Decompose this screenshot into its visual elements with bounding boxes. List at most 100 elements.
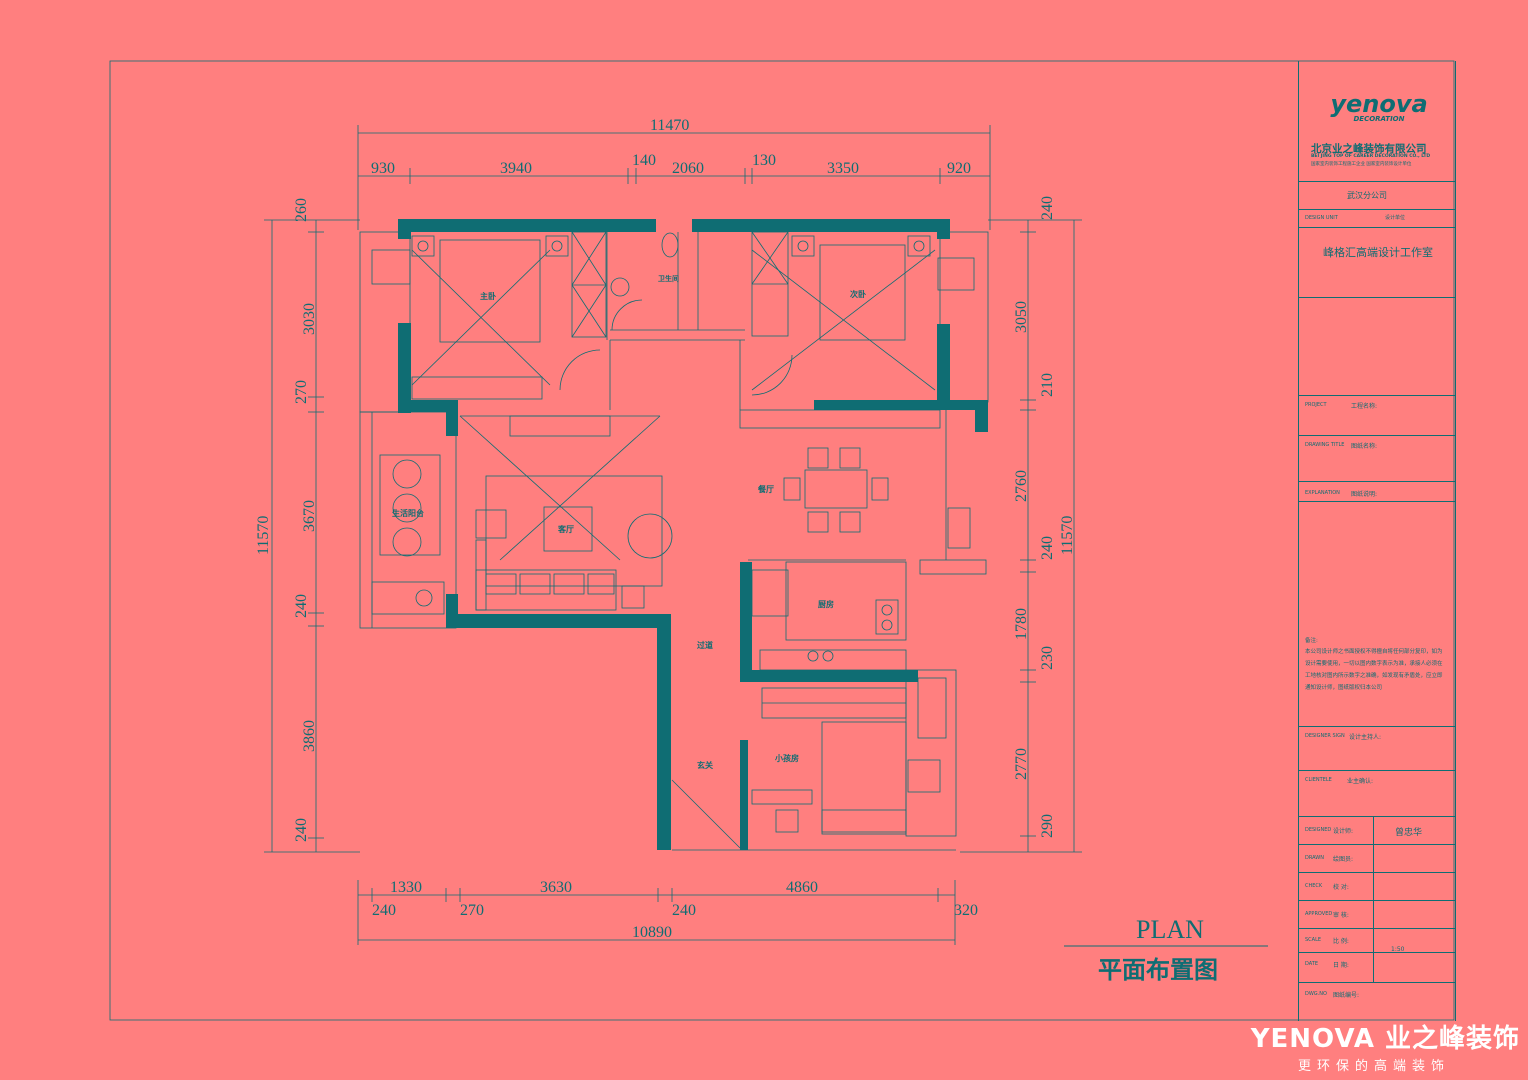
design-unit-row: DESIGN UNIT 设计单位 [1299, 209, 1455, 228]
dim-top-segment: 3940 [500, 160, 532, 177]
client-label-en: CLIENTELE [1305, 777, 1332, 783]
room-label-entrance: 玄关 [697, 760, 713, 770]
project-row: PROJECT 工程名称: [1299, 395, 1455, 416]
drawn-label-en: DRAWN [1305, 855, 1324, 861]
room-label-master-bedroom: 主卧 [480, 291, 496, 301]
logo-subtitle: DECORATION [1353, 115, 1405, 123]
plan-outline [359, 231, 989, 851]
room-label-bathroom: 卫生间 [658, 274, 679, 283]
designer-sign-label-cn: 设计主持人: [1349, 734, 1382, 741]
room-label-second-bedroom: 次卧 [850, 289, 866, 299]
drawing-title-row: DRAWING TITLE 图纸名称: [1299, 435, 1455, 456]
dim-left-segment: 270 [293, 380, 310, 404]
dim-left-segment: 3860 [301, 720, 318, 752]
date-row: DATE 日 期: [1299, 952, 1455, 983]
dim-right-segment: 240 [1039, 536, 1056, 560]
dim-right-segment: 240 [1039, 196, 1056, 220]
explanation-row: EXPLANATION 图纸说明: [1299, 481, 1455, 502]
dimension-bottom [357, 880, 956, 945]
dwg-no-row: DWG.NO 图纸编号: [1299, 982, 1455, 1005]
dim-left-segment: 3030 [301, 303, 318, 335]
room-label-balcony: 生活阳台 [392, 508, 424, 518]
scale-label-en: SCALE [1305, 937, 1322, 943]
explanation-label-cn: 图纸说明: [1351, 491, 1378, 498]
scale-label-cn: 比 例: [1333, 938, 1349, 945]
company-logo: yenova DECORATION [1329, 90, 1429, 123]
dim-bottom-segment: 270 [460, 902, 484, 919]
drawn-label-cn: 绘图员: [1333, 856, 1354, 863]
dim-top-segment: 930 [371, 160, 395, 177]
dim-bottom-segment: 4860 [786, 879, 818, 896]
dim-bottom-segment: 3630 [540, 879, 572, 896]
notes-heading: 备注: [1305, 638, 1318, 644]
branch-row: 武汉分公司 [1299, 181, 1455, 210]
scale-row: SCALE 比 例: 1:50 [1299, 928, 1455, 953]
room-label-kids-room: 小孩房 [774, 753, 799, 763]
designed-label-en: DESIGNED [1305, 827, 1332, 833]
design-unit-label-en: DESIGN UNIT [1305, 215, 1338, 221]
dim-right-segment: 210 [1039, 373, 1056, 397]
approved-label-cn: 审 核: [1333, 912, 1349, 919]
room-label-dining-room: 餐厅 [757, 484, 774, 494]
dim-top-segment: 130 [752, 152, 776, 169]
notes-text: 本公司设计师之书面授权不得擅自将任何部分复印，如为设计需要使用，一切以图内数字表… [1305, 649, 1443, 691]
dim-bottom-segment: 1330 [390, 879, 422, 896]
project-label-cn: 工程名称: [1351, 403, 1378, 410]
second-bed [819, 244, 906, 341]
sofa [475, 569, 617, 611]
dimension-right [960, 219, 1082, 853]
dim-right-segment: 2760 [1013, 470, 1030, 502]
date-label-en: DATE [1305, 961, 1319, 967]
title-block: yenova DECORATION 北京业之峰装饰有限公司 BEI JING T… [1298, 61, 1456, 1021]
room-label-kitchen: 厨房 [818, 599, 834, 609]
drawn-row: DRAWN 绘图员: [1299, 844, 1455, 873]
dim-bottom-segment: 320 [954, 902, 978, 919]
plan-title-cn: 平面布置图 [1098, 955, 1218, 984]
kids-bed [821, 721, 907, 833]
designer-name: 曾忠华 [1395, 828, 1423, 838]
logo-mark: yenova [1330, 90, 1428, 118]
studio-row: 峰格汇高端设计工作室 [1299, 227, 1455, 298]
drawing-title-label-cn: 图纸名称: [1351, 443, 1378, 450]
dim-right-segment: 2770 [1013, 748, 1030, 780]
designer-sign-label-en: DESIGNER SIGN [1305, 733, 1345, 739]
furniture [371, 231, 975, 835]
dining-table [804, 469, 868, 509]
brand-name: YENOVA 业之峰装饰 [1250, 1024, 1520, 1054]
dwg-no-label-cn: 图纸编号: [1333, 992, 1360, 999]
designed-row: DESIGNED 设计师: 曾忠华 [1299, 816, 1455, 845]
scale-value: 1:50 [1391, 946, 1405, 953]
dim-left-segment: 260 [293, 198, 310, 222]
dim-right-segment: 1780 [1013, 608, 1030, 640]
sheet-border [109, 60, 1455, 1021]
drawing-title-label-en: DRAWING TITLE [1305, 442, 1345, 448]
client-label-cn: 业主确认: [1347, 778, 1374, 785]
dim-left-segment: 3670 [301, 500, 318, 532]
dim-top-total: 11470 [650, 117, 689, 134]
dim-right-segment: 290 [1039, 814, 1056, 838]
brand-slogan: 更环保的高端装饰 [1297, 1059, 1450, 1074]
notes-row: 备注: 本公司设计师之书面授权不得擅自将任何部分复印，如为设计需要使用，一切以图… [1299, 501, 1455, 727]
dim-top-segment: 3350 [827, 160, 859, 177]
check-label-cn: 校 对: [1333, 884, 1349, 891]
check-row: CHECK 校 对: [1299, 872, 1455, 901]
dim-right-segment: 230 [1039, 646, 1056, 670]
blank-row [1299, 297, 1455, 396]
design-unit-label-cn: 设计单位 [1385, 215, 1406, 221]
approved-row: APPROVED 审 核: [1299, 900, 1455, 929]
room-label-living-room: 客厅 [557, 524, 574, 534]
dim-bottom-segment: 240 [372, 902, 396, 919]
dim-top-segment: 2060 [672, 160, 704, 177]
designer-sign-row: DESIGNER SIGN 设计主持人: [1299, 726, 1455, 749]
dim-top-segment: 920 [947, 160, 971, 177]
explanation-label-en: EXPLANATION [1305, 490, 1340, 496]
approved-label-en: APPROVED [1305, 911, 1333, 917]
date-label-cn: 日 期: [1333, 962, 1349, 969]
dim-top-segment: 140 [632, 152, 656, 169]
dim-left-total: 11570 [255, 516, 272, 555]
title-block-col-line [1373, 816, 1374, 982]
dimension-top [357, 125, 991, 230]
brand-watermark: YENOVA 业之峰装饰 更环保的高端装饰 [1220, 1018, 1520, 1078]
company-name-cn: 北京业之峰装饰有限公司 [1311, 143, 1427, 155]
